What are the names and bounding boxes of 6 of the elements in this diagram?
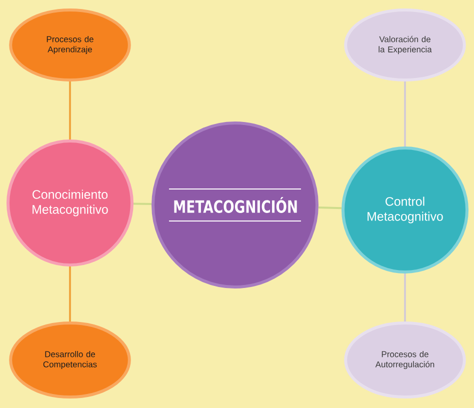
connector-line xyxy=(133,202,152,205)
connector-line xyxy=(69,82,71,140)
connector-line xyxy=(404,274,406,322)
connector-line xyxy=(318,206,342,210)
connector-line xyxy=(69,266,71,322)
connector-line xyxy=(404,82,406,146)
